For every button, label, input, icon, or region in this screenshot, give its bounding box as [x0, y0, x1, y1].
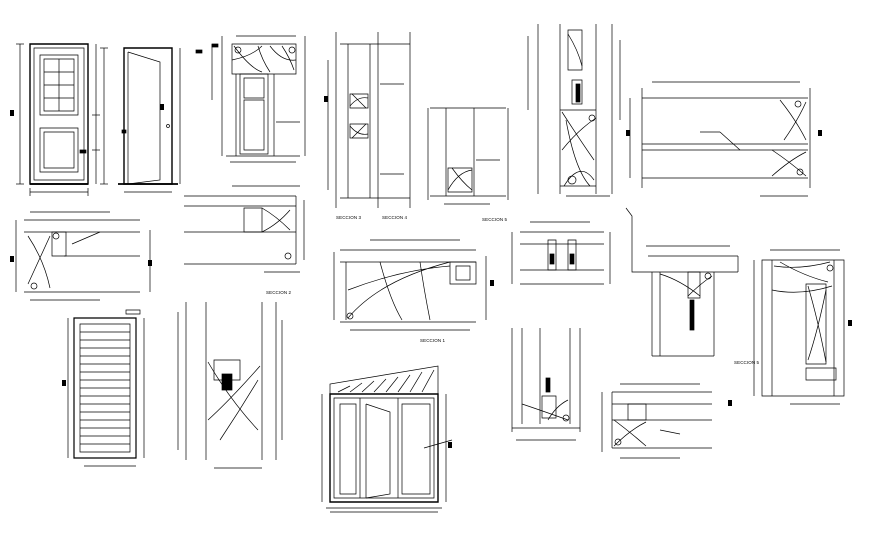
frame-section-left-b: [16, 212, 150, 300]
frame-section-right-tall: [754, 250, 844, 404]
frame-section-mid-small: [512, 222, 610, 284]
louvre-door-elevation: [68, 310, 144, 466]
label-seccion-4: SECCION 4: [382, 215, 408, 220]
panel-door-elevation: [16, 44, 100, 196]
label-seccion-5a: SECCION 5: [482, 217, 508, 222]
frame-section-wide: [630, 82, 810, 196]
label-seccion-2: SECCION 2: [266, 290, 292, 295]
frame-section-a: [196, 36, 305, 162]
label-seccion-1: SECCION 1: [420, 338, 446, 343]
frame-section-bottom-right: [602, 384, 712, 458]
label-seccion-3: SECCION 3: [336, 215, 362, 220]
frame-section-4: [428, 108, 508, 204]
double-door-transom-elevation: [322, 366, 452, 512]
jamb-section-bottom: [178, 302, 282, 468]
frame-section-1-swing: [334, 240, 486, 330]
frame-section-2: [184, 186, 304, 272]
frame-section-3: [328, 32, 410, 208]
label-seccion-5b: SECCION 5: [734, 360, 760, 365]
dimension-marks: [10, 96, 852, 448]
door-swing-elevation: [100, 48, 180, 192]
frame-section-bottom-mid: [512, 328, 580, 440]
frame-section-tall: [528, 24, 620, 196]
frame-section-right-mid: [626, 208, 738, 356]
